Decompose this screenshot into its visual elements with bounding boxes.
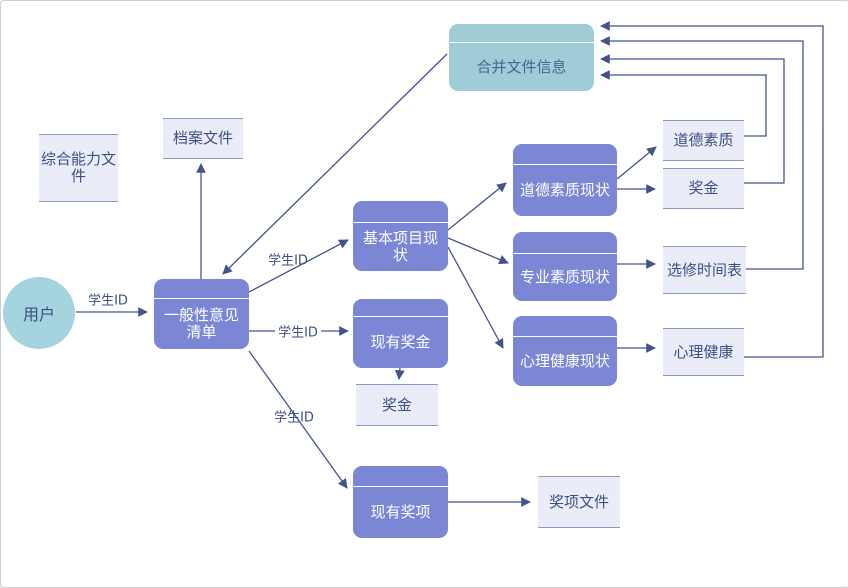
store-mental-health[interactable]: 心理健康	[663, 328, 744, 376]
flow-basic-to-professional-status	[447, 237, 509, 265]
process-basic-project-status[interactable]: 基本项目现状	[353, 201, 448, 271]
store-bonus-upper[interactable]: 奖金	[663, 168, 744, 209]
process-header-band	[154, 279, 249, 299]
process-header-band	[353, 201, 448, 223]
process-label: 基本项目现状	[362, 229, 438, 264]
store-label: 奖金	[381, 395, 412, 414]
store-label: 道德素质	[673, 131, 734, 149]
process-merged-file-info[interactable]: 合并文件信息	[449, 24, 594, 91]
process-header-band	[353, 466, 448, 487]
flow-label-student-id-basic: 学生ID	[268, 253, 308, 269]
store-label: 综合能力文件	[41, 150, 117, 185]
process-mental-health-status[interactable]: 心理健康现状	[513, 316, 617, 386]
store-label: 选修时间表	[666, 260, 742, 279]
store-label: 档案文件	[172, 129, 233, 147]
process-label: 现有奖项	[370, 503, 431, 521]
process-label: 道德素质现状	[519, 181, 610, 199]
process-header-band	[513, 232, 617, 254]
process-header-band	[513, 316, 617, 337]
store-award-file[interactable]: 奖项文件	[538, 476, 620, 528]
flow-label-student-id-bonus: 学生ID	[275, 321, 321, 341]
process-professional-quality-status[interactable]: 专业素质现状	[513, 232, 617, 301]
flow-basic-to-mental-status	[447, 246, 504, 349]
store-elective-timetable[interactable]: 选修时间表	[663, 246, 746, 294]
process-label: 合并文件信息	[476, 57, 567, 76]
store-comprehensive-ability-file[interactable]: 综合能力文件	[39, 134, 118, 202]
entity-user-label: 用户	[22, 305, 55, 324]
process-header-band	[513, 144, 617, 165]
store-label: 奖金	[688, 179, 719, 197]
store-bonus-lower[interactable]: 奖金	[356, 384, 438, 426]
process-header-band	[353, 299, 448, 317]
process-moral-quality-status[interactable]: 道德素质现状	[513, 144, 617, 216]
entity-user[interactable]: 用户	[3, 277, 75, 349]
process-label: 现有奖金	[370, 333, 431, 351]
process-header-band	[449, 24, 594, 43]
store-label: 奖项文件	[548, 492, 609, 511]
flow-moral-status-to-moral-store	[616, 146, 657, 180]
process-label: 一般性意见清单	[163, 306, 239, 341]
store-archive-file[interactable]: 档案文件	[163, 118, 243, 159]
process-existing-awards[interactable]: 现有奖项	[353, 466, 448, 538]
process-existing-bonus[interactable]: 现有奖金	[353, 299, 448, 368]
flow-label-student-id-user: 学生ID	[88, 293, 128, 309]
store-moral-quality[interactable]: 道德素质	[663, 120, 744, 161]
process-label: 专业素质现状	[519, 268, 610, 286]
flow-label-student-id-awards: 学生ID	[274, 410, 314, 426]
flow-existing-bonus-to-bonus-store	[394, 367, 405, 380]
flow-basic-to-moral-status	[447, 182, 507, 231]
process-general-opinion-list[interactable]: 一般性意见清单	[154, 279, 249, 349]
store-label: 心理健康	[673, 342, 734, 361]
process-label: 心理健康现状	[519, 352, 610, 370]
